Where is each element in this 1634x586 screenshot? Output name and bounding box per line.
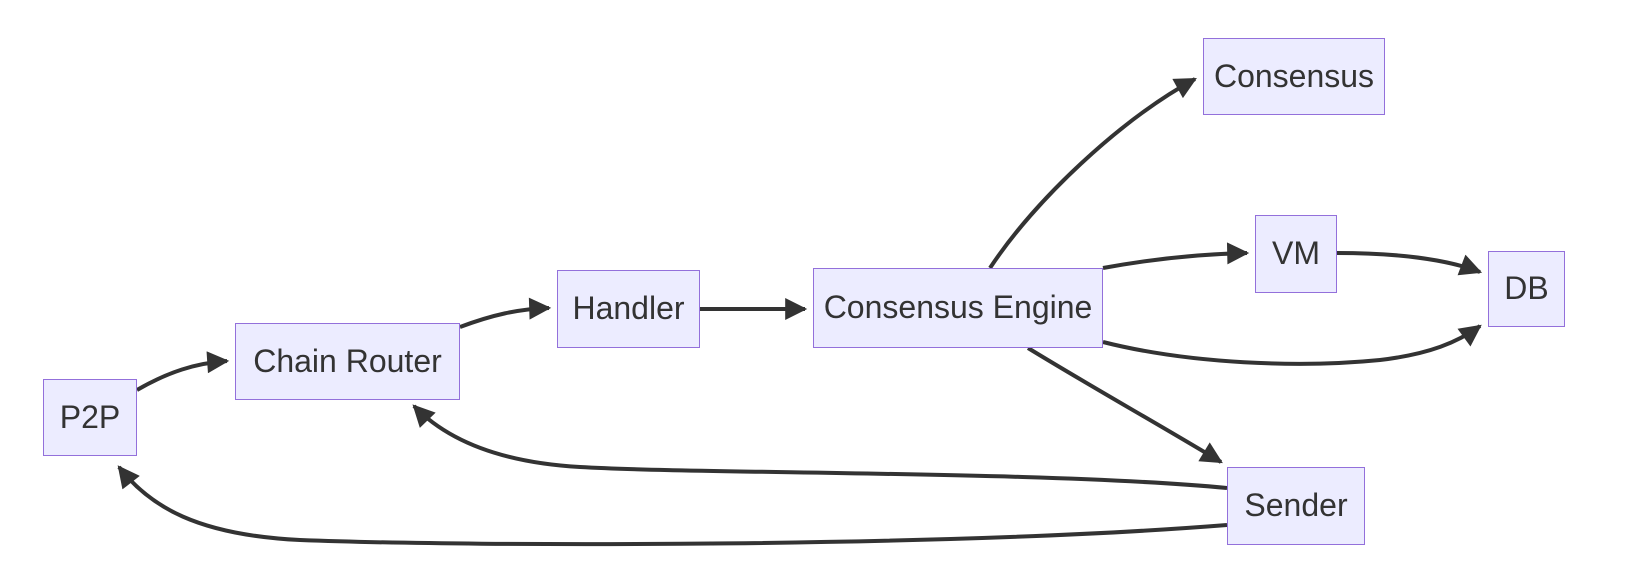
edge-chain-router-to-handler bbox=[459, 297, 552, 329]
edge-p2p-to-chain-router bbox=[135, 351, 230, 392]
node-label-consensus: Consensus bbox=[1213, 57, 1375, 94]
node-consensus-engine: Consensus Engine bbox=[813, 268, 1103, 348]
node-label-chain-router: Chain Router bbox=[253, 342, 442, 379]
node-p2p: P2P bbox=[43, 379, 137, 456]
edge-consensus-engine-to-consensus bbox=[988, 77, 1197, 270]
edge-consensus-engine-to-vm bbox=[1102, 242, 1250, 270]
node-vm: VM bbox=[1255, 215, 1337, 293]
edge-vm-to-db bbox=[1336, 251, 1483, 276]
edge-consensus-engine-to-db bbox=[1102, 324, 1482, 366]
node-consensus: Consensus bbox=[1203, 38, 1385, 115]
edges-group bbox=[117, 77, 1483, 547]
node-label-db: DB bbox=[1504, 270, 1549, 306]
node-label-p2p: P2P bbox=[59, 398, 121, 435]
node-label-consensus-engine: Consensus Engine bbox=[823, 289, 1093, 325]
edge-consensus-engine-to-sender bbox=[1026, 346, 1223, 464]
node-db: DB bbox=[1488, 251, 1565, 327]
edge-sender-to-chain-router bbox=[412, 404, 1228, 490]
edge-sender-to-p2p bbox=[117, 465, 1228, 547]
node-label-handler: Handler bbox=[572, 290, 685, 326]
node-label-vm: VM bbox=[1272, 235, 1320, 271]
node-handler: Handler bbox=[557, 270, 700, 348]
node-sender: Sender bbox=[1227, 467, 1365, 545]
node-chain-router: Chain Router bbox=[235, 323, 460, 400]
node-label-sender: Sender bbox=[1244, 487, 1348, 523]
